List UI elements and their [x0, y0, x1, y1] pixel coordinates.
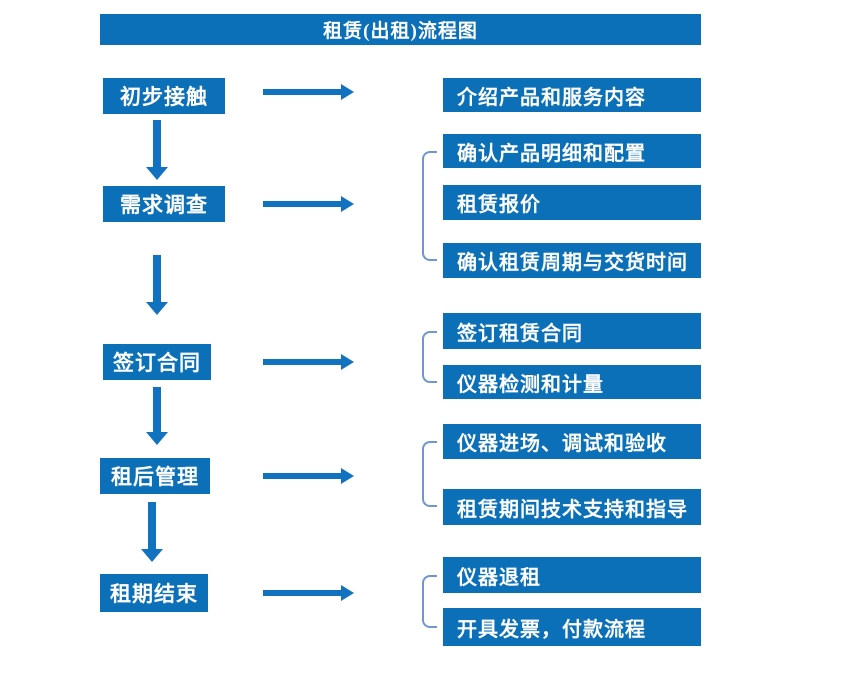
arrow-head — [341, 585, 354, 601]
arrow-head — [341, 84, 354, 100]
arrow-head — [146, 167, 168, 180]
stage-box-demand-survey: 需求调查 — [103, 186, 225, 222]
page-title: 租赁(出租)流程图 — [100, 14, 701, 45]
stage-box-initial-contact: 初步接触 — [103, 78, 225, 114]
arrow-right-icon — [263, 354, 354, 370]
arrow-stem — [153, 255, 161, 303]
arrow-right-icon — [263, 468, 354, 484]
arrow-right-icon — [263, 196, 354, 212]
arrow-head — [146, 432, 168, 445]
arrow-stem — [263, 590, 342, 596]
detail-box-instrument-inspection-measurement: 仪器检测和计量 — [443, 365, 701, 399]
detail-box-introduce-products-services: 介绍产品和服务内容 — [443, 78, 701, 112]
arrow-head — [146, 302, 168, 315]
stage-box-sign-contract: 签订合同 — [103, 344, 211, 380]
group-bracket — [422, 151, 437, 261]
stage-box-lease-end: 租期结束 — [100, 574, 208, 612]
group-bracket — [422, 441, 437, 507]
arrow-stem — [153, 387, 161, 433]
arrow-right-icon — [263, 585, 354, 601]
arrow-head — [141, 549, 163, 562]
arrow-down-icon — [146, 255, 168, 315]
detail-box-instrument-entry-debug-acceptance: 仪器进场、调试和验收 — [443, 424, 701, 459]
detail-box-sign-rental-contract: 签订租赁合同 — [443, 313, 701, 349]
detail-box-confirm-rental-period-delivery: 确认租赁周期与交货时间 — [443, 243, 701, 278]
arrow-stem — [263, 201, 342, 207]
arrow-down-icon — [146, 387, 168, 445]
arrow-stem — [148, 502, 156, 550]
detail-box-confirm-product-details: 确认产品明细和配置 — [443, 134, 701, 168]
arrow-head — [341, 468, 354, 484]
group-bracket — [422, 575, 437, 628]
stage-box-post-rental-management: 租后管理 — [100, 458, 210, 494]
arrow-down-icon — [146, 120, 168, 180]
arrow-down-icon — [141, 502, 163, 562]
arrow-stem — [153, 120, 161, 168]
detail-box-instrument-return: 仪器退租 — [443, 557, 701, 593]
arrow-head — [341, 354, 354, 370]
arrow-stem — [263, 89, 342, 95]
arrow-head — [341, 196, 354, 212]
detail-box-technical-support-guidance: 租赁期间技术支持和指导 — [443, 489, 701, 525]
detail-box-rental-quotation: 租赁报价 — [443, 185, 701, 220]
arrow-stem — [263, 473, 342, 479]
detail-box-invoice-payment-process: 开具发票，付款流程 — [443, 608, 701, 646]
arrow-stem — [263, 359, 342, 365]
group-bracket — [422, 331, 437, 383]
arrow-right-icon — [263, 84, 354, 100]
